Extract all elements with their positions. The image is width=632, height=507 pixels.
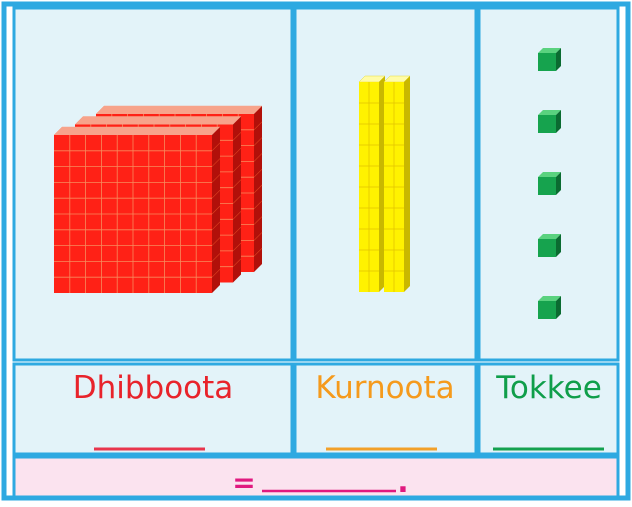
one-cube [538,296,561,319]
one-cube [538,110,561,133]
tens-rods [358,75,411,292]
one-cube [538,172,561,195]
period-mark: . [397,465,408,500]
one-cube [538,48,561,71]
ones-label: Tokkee [495,370,602,406]
hundreds-blocks [53,105,263,293]
ten-rod [358,75,386,292]
hundreds-label-panel [12,362,294,456]
one-cube [538,234,561,257]
ten-rod [383,75,411,292]
tens-label: Kurnoota [315,370,454,406]
ones-label-panel [477,362,620,456]
tens-label-panel [293,362,478,456]
ones-cubes [538,48,561,319]
equals-sign: = [232,466,255,499]
hundred-flat [53,126,221,293]
hundreds-label: Dhibboota [73,370,234,406]
